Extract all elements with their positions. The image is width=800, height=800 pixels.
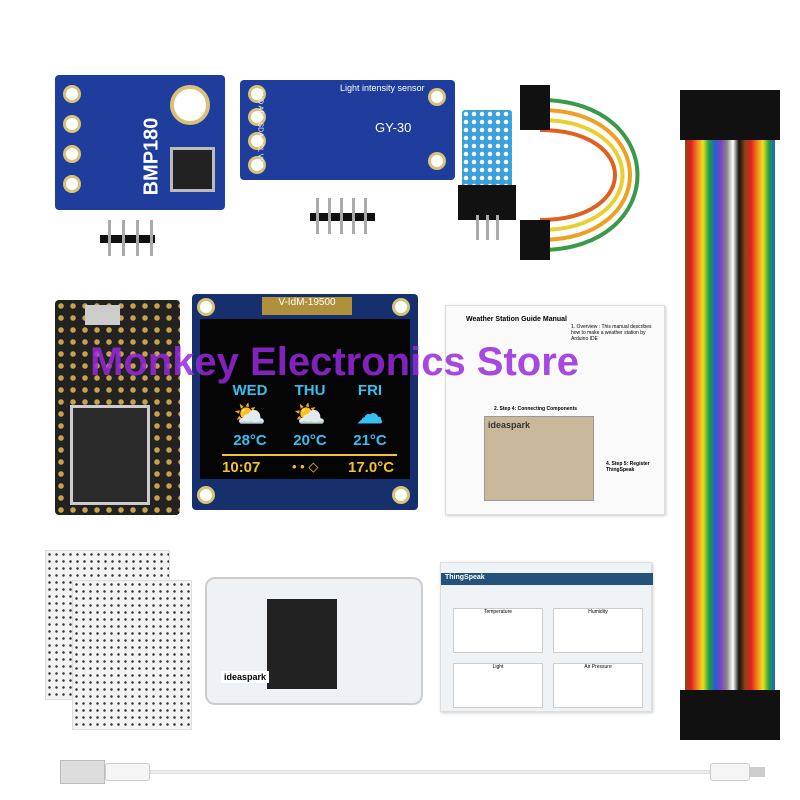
gy30-pins: GND ADD SDA SCL VCC (256, 88, 264, 169)
dupont-ribbon-cable (680, 90, 780, 750)
oled-display: V-IdM-19500 WED THU FRI ⛅ ⛅ ☁ 28°C 20°C … (192, 294, 418, 510)
day-temp: 28°C (233, 432, 267, 449)
cloud-icon: ☁ (357, 399, 383, 429)
manual-step5: 4. Step 5: Register ThingSpeak (606, 461, 650, 473)
thingspeak-brand: ThingSpeak (445, 574, 485, 581)
guide-manual: Weather Station Guide Manual 1. Overview… (445, 305, 665, 515)
day-label: FRI (357, 382, 383, 399)
manual-overview: 1. Overview : This manual describes how … (571, 324, 652, 342)
oled-indoor-temp: 17.0°C (348, 459, 395, 476)
gy30-title: Light intensity sensor (340, 83, 425, 93)
manual-title: Weather Station Guide Manual (466, 316, 567, 323)
thingspeak-screenshot: ThingSpeak Temperature Humidity Light Ai… (440, 562, 653, 712)
dht11-sensor (462, 110, 512, 190)
manual-brand: ideaspark (488, 420, 531, 430)
store-watermark: Monkey Electronics Store (90, 340, 580, 384)
jumper-wires-loop (520, 85, 640, 260)
parts-box: ideaspark (205, 577, 423, 705)
partly-cloudy-icon: ⛅ (293, 399, 327, 429)
chart-panel-title: Air Pressure (584, 664, 612, 670)
day-label: THU (294, 382, 326, 399)
oled-header: V-IdM-19500 (262, 297, 352, 315)
oled-indicator: • • ◇ (292, 459, 319, 474)
mini-breadboard (72, 580, 192, 730)
box-label: ideaspark (221, 671, 270, 683)
manual-step: 2. Step 4: Connecting Components (494, 406, 578, 412)
oled-time: 10:07 (222, 459, 261, 476)
day-temp: 21°C (353, 432, 387, 449)
chart-panel-title: Temperature (483, 609, 513, 615)
bmp180-module: BMP180 (55, 75, 225, 210)
partly-cloudy-icon: ⛅ (233, 399, 267, 429)
gy30-module: Light intensity sensor GY-30 GND ADD SDA… (240, 80, 455, 180)
gy30-label: GY-30 (375, 120, 412, 135)
bmp180-label: BMP180 (140, 117, 163, 196)
chart-panel-title: Humidity (588, 609, 608, 615)
chart-panel-title: Light (492, 664, 504, 670)
day-label: WED (232, 382, 268, 399)
usb-cable (60, 757, 780, 787)
day-temp: 20°C (293, 432, 327, 449)
nodemcu-board (55, 300, 180, 515)
